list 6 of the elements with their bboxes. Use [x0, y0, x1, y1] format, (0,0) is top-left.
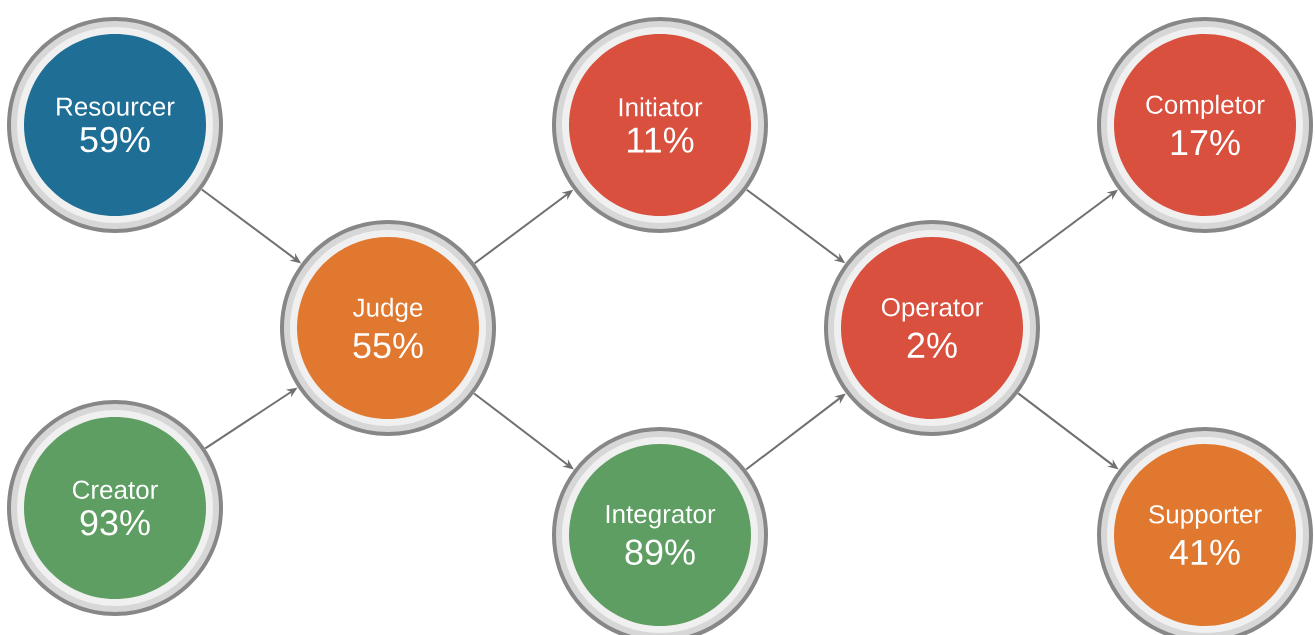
circle-node: Resourcer 59% — [7, 17, 223, 233]
circle-node: Judge 55% — [280, 220, 496, 436]
circle-node: Creator 93% — [7, 400, 223, 616]
circle-node: Operator 2% — [824, 220, 1040, 436]
circle-node: Completor 17% — [1097, 17, 1313, 233]
circle-node: Initiator 11% — [552, 17, 768, 233]
